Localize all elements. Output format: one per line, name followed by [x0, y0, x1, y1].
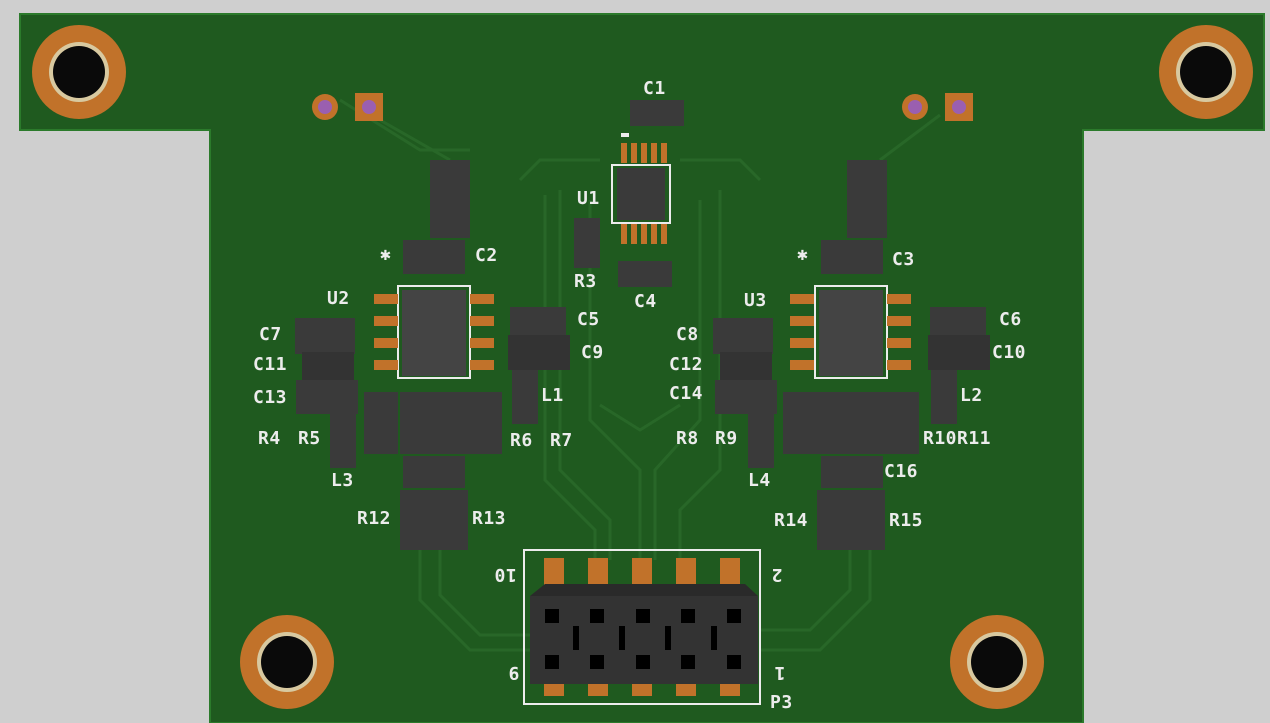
- l4-body: [748, 414, 774, 468]
- label-c1: C1: [643, 78, 666, 99]
- label-l3: L3: [331, 470, 354, 491]
- label-p3: P3: [770, 692, 793, 713]
- label-c14: C14: [669, 383, 704, 404]
- p3-pin-label-2: 2: [771, 564, 783, 585]
- r8-r11-array: [783, 392, 919, 454]
- label-r5: R5: [298, 428, 321, 449]
- label-c4: C4: [634, 291, 657, 312]
- p3-pin-label-9: 9: [508, 662, 520, 683]
- label-u1: U1: [577, 188, 600, 209]
- c5-body: [510, 307, 566, 337]
- label-r14: R14: [774, 510, 809, 531]
- r3-body: [574, 218, 600, 268]
- copper-traces: [339, 98, 941, 652]
- c11-body: [302, 352, 354, 380]
- label-r6: R6: [510, 430, 533, 451]
- label-c8: C8: [676, 324, 699, 345]
- test-pads-left: [312, 93, 383, 121]
- p3-connector: [523, 549, 761, 705]
- label-r12: R12: [357, 508, 392, 529]
- label-r7: R7: [550, 430, 573, 451]
- label-r3: R3: [574, 271, 597, 292]
- pin1-star-left: ✱: [380, 244, 392, 265]
- label-l1: L1: [541, 385, 564, 406]
- label-c12: C12: [669, 354, 704, 375]
- board-outline: [19, 13, 1265, 723]
- r13-body: [434, 490, 468, 550]
- label-r8: R8: [676, 428, 699, 449]
- l1-body: [512, 370, 538, 424]
- label-c9: C9: [581, 342, 604, 363]
- c2-top-body: [430, 160, 470, 238]
- mounting-hole-top-left: [32, 25, 126, 119]
- c7-body: [295, 318, 355, 354]
- label-c5: C5: [577, 309, 600, 330]
- label-c11: C11: [253, 354, 288, 375]
- mounting-hole-bottom-right: [950, 615, 1044, 709]
- label-l4: L4: [748, 470, 771, 491]
- p3-pin-label-1: 1: [774, 662, 786, 683]
- c13-body: [296, 380, 358, 414]
- label-u3: U3: [744, 290, 767, 311]
- test-pads-right: [902, 93, 973, 121]
- mounting-hole-bottom-left: [240, 615, 334, 709]
- u3-chip: [790, 285, 911, 379]
- c8-body: [713, 318, 773, 354]
- r14-body: [817, 490, 851, 550]
- l3-body: [330, 414, 356, 468]
- r12-r13-top: [403, 456, 465, 488]
- mounting-hole-top-right: [1159, 25, 1253, 119]
- label-c3: C3: [892, 249, 915, 270]
- p3-pin-label-10: 10: [494, 564, 517, 585]
- label-u2: U2: [327, 288, 350, 309]
- c6-body: [930, 307, 986, 337]
- label-r13: R13: [472, 508, 507, 529]
- c3-top-body: [847, 160, 887, 238]
- c16-body: [821, 456, 883, 488]
- label-c13: C13: [253, 387, 288, 408]
- l2-body: [931, 370, 957, 424]
- label-r4: R4: [258, 428, 281, 449]
- c10-body: [928, 335, 990, 370]
- label-c7: C7: [259, 324, 282, 345]
- label-l2: L2: [960, 385, 983, 406]
- u2-chip: [374, 285, 494, 379]
- c9-body: [508, 335, 570, 370]
- pin1-star-right: ✱: [797, 244, 809, 265]
- label-r15: R15: [889, 510, 924, 531]
- c12-body: [720, 352, 772, 380]
- label-c16: C16: [884, 461, 919, 482]
- r15-body: [851, 490, 885, 550]
- c4-body: [618, 261, 672, 287]
- label-c6: C6: [999, 309, 1022, 330]
- u1-chip: [611, 133, 671, 244]
- r4-r7-array: [364, 392, 502, 454]
- label-r9: R9: [715, 428, 738, 449]
- c2-body: [403, 240, 465, 274]
- c1-body: [630, 100, 684, 126]
- c14-body: [715, 380, 777, 414]
- r12-body: [400, 490, 434, 550]
- c3-body: [821, 240, 883, 274]
- label-c2: C2: [475, 245, 498, 266]
- label-r10r11: R10R11: [923, 428, 992, 449]
- label-c10: C10: [992, 342, 1027, 363]
